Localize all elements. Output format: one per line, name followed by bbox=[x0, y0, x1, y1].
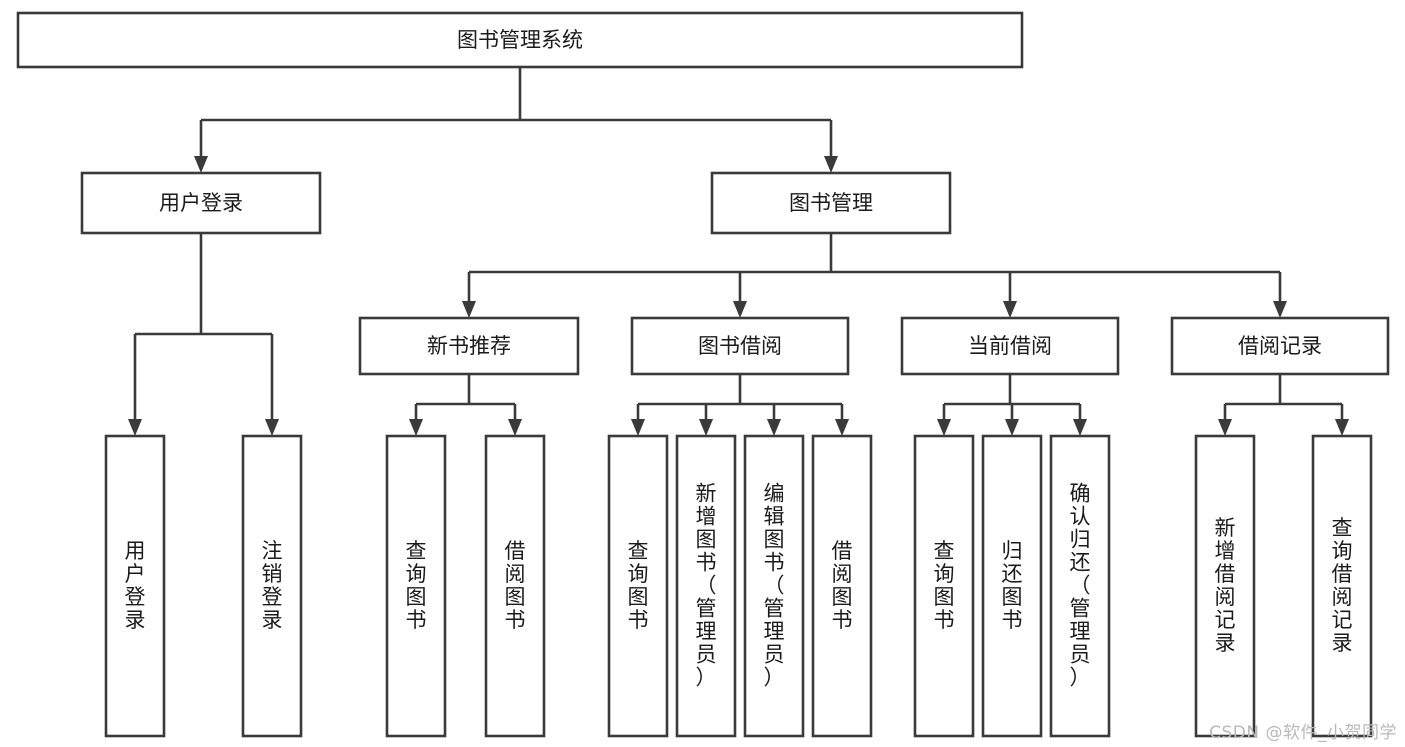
level2-borrow-record-label: 借阅记录 bbox=[1238, 334, 1322, 358]
leaf-borrow-book-2-label: 借阅图书 bbox=[832, 539, 853, 632]
level1-book-management-arrowhead bbox=[824, 156, 838, 173]
leaf-leaf-edit-book-arrowhead bbox=[767, 419, 781, 436]
leaf-leaf-add-book-arrowhead bbox=[699, 419, 713, 436]
leaf-user-logout-label: 注销登录 bbox=[262, 539, 283, 632]
leaf-query-book-1-box[interactable] bbox=[385, 434, 447, 738]
level2-new-book-recommend-label: 新书推荐 bbox=[427, 334, 511, 358]
leaf-query-record-label: 查询借阅记录 bbox=[1332, 516, 1353, 655]
leaf-leaf-return-book-arrowhead bbox=[1005, 419, 1019, 436]
level2-current-borrow-arrowhead bbox=[1003, 301, 1017, 318]
leaf-user-login-box[interactable] bbox=[104, 434, 166, 738]
level2-current-borrow-label: 当前借阅 bbox=[968, 334, 1052, 358]
leaf-leaf-confirm-return-arrowhead bbox=[1073, 419, 1087, 436]
leaf-leaf-user-logout-arrowhead bbox=[265, 419, 279, 436]
level1-user-login-arrowhead bbox=[194, 156, 208, 173]
level2-borrow-record-box[interactable] bbox=[1170, 316, 1390, 376]
level1-book-management-box[interactable] bbox=[710, 171, 952, 235]
level2-book-borrow-label: 图书借阅 bbox=[698, 334, 782, 358]
leaf-add-book-box[interactable] bbox=[675, 434, 737, 738]
leaf-leaf-query-book-3-arrowhead bbox=[937, 419, 951, 436]
root-node-box[interactable] bbox=[16, 11, 1024, 69]
leaf-leaf-borrow-book-1-arrowhead bbox=[508, 419, 522, 436]
leaf-edit-book-label: 编辑图书（管理员） bbox=[764, 481, 785, 689]
leaf-confirm-return-box[interactable] bbox=[1049, 434, 1111, 738]
level2-borrow-record-arrowhead bbox=[1273, 301, 1287, 318]
leaf-add-record-label: 新增借阅记录 bbox=[1215, 516, 1236, 655]
level2-current-borrow-box[interactable] bbox=[900, 316, 1120, 376]
leaf-query-book-2-box[interactable] bbox=[607, 434, 669, 738]
leaf-query-book-3-box[interactable] bbox=[913, 434, 975, 738]
leaf-query-book-3-label: 查询图书 bbox=[934, 539, 955, 632]
leaf-user-login-label: 用户登录 bbox=[125, 539, 146, 632]
leaf-leaf-add-record-arrowhead bbox=[1218, 419, 1232, 436]
root-node-label: 图书管理系统 bbox=[457, 28, 583, 52]
level2-new-book-recommend-arrowhead bbox=[462, 301, 476, 318]
level1-book-management-label: 图书管理 bbox=[789, 191, 873, 215]
leaf-leaf-query-book-2-arrowhead bbox=[631, 419, 645, 436]
leaf-borrow-book-2-box[interactable] bbox=[811, 434, 873, 738]
leaf-borrow-book-1-label: 借阅图书 bbox=[505, 539, 526, 632]
leaf-add-record-box[interactable] bbox=[1194, 434, 1256, 738]
connector-layer bbox=[128, 67, 1349, 436]
leaf-leaf-query-record-arrowhead bbox=[1335, 419, 1349, 436]
level2-book-borrow-arrowhead bbox=[733, 301, 747, 318]
leaf-return-book-label: 归还图书 bbox=[1002, 539, 1023, 632]
leaf-edit-book-box[interactable] bbox=[743, 434, 805, 738]
level1-user-login-box[interactable] bbox=[80, 171, 322, 235]
leaf-confirm-return-label: 确认归还（管理员） bbox=[1070, 481, 1091, 689]
leaf-leaf-query-book-1-arrowhead bbox=[409, 419, 423, 436]
leaf-user-logout-box[interactable] bbox=[241, 434, 303, 738]
leaf-leaf-user-login-arrowhead bbox=[128, 419, 142, 436]
leaf-return-book-box[interactable] bbox=[981, 434, 1043, 738]
leaf-borrow-book-1-box[interactable] bbox=[484, 434, 546, 738]
level2-new-book-recommend-box[interactable] bbox=[358, 316, 580, 376]
leaf-query-record-box[interactable] bbox=[1311, 434, 1373, 738]
node-layer: 图书管理系统用户登录图书管理新书推荐图书借阅当前借阅借阅记录用户登录注销登录查询… bbox=[16, 11, 1390, 738]
leaf-add-book-label: 新增图书（管理员） bbox=[696, 481, 717, 689]
level1-user-login-label: 用户登录 bbox=[159, 191, 243, 215]
leaf-query-book-1-label: 查询图书 bbox=[406, 539, 427, 632]
leaf-query-book-2-label: 查询图书 bbox=[628, 539, 649, 632]
level2-book-borrow-box[interactable] bbox=[630, 316, 850, 376]
leaf-leaf-borrow-book-2-arrowhead bbox=[835, 419, 849, 436]
